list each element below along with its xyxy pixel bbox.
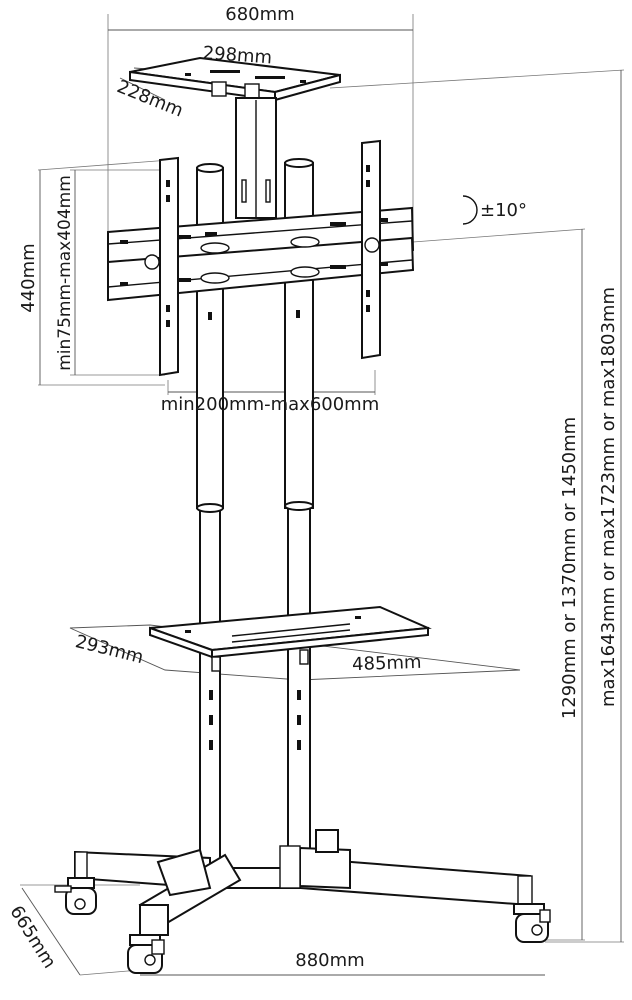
label-vesa-horizontal: min200mm-max600mm [161,394,380,415]
wheel-front-left [54,877,97,915]
tray-pole [235,97,277,219]
label-total-height: max1643mm or max1723mm or max1803mm [598,287,619,707]
mount-rails [107,206,415,302]
label-base-width: 880mm [295,950,364,971]
label-top-tray-width: 298mm [202,43,273,69]
base [74,829,533,936]
vesa-brackets [144,139,381,377]
top-tray [129,56,341,102]
label-overall-width: 680mm [225,4,294,25]
wheel-front-center [127,934,165,974]
middle-shelf [149,605,432,672]
label-shelf-width: 485mm [352,652,422,675]
dimension-lines [21,29,622,976]
tilt-arc-icon [462,195,478,225]
label-base-depth: 665mm [5,902,60,972]
label-mount-height: 440mm [18,243,39,312]
label-vesa-vertical: min75mm-max404mm [55,175,75,371]
label-center-height: 1290mm or 1370mm or 1450mm [559,417,580,719]
label-tilt: ±10° [480,200,527,221]
wheels [54,877,551,974]
wheel-back-right [513,903,551,943]
label-shelf-depth: 293mm [73,631,145,668]
